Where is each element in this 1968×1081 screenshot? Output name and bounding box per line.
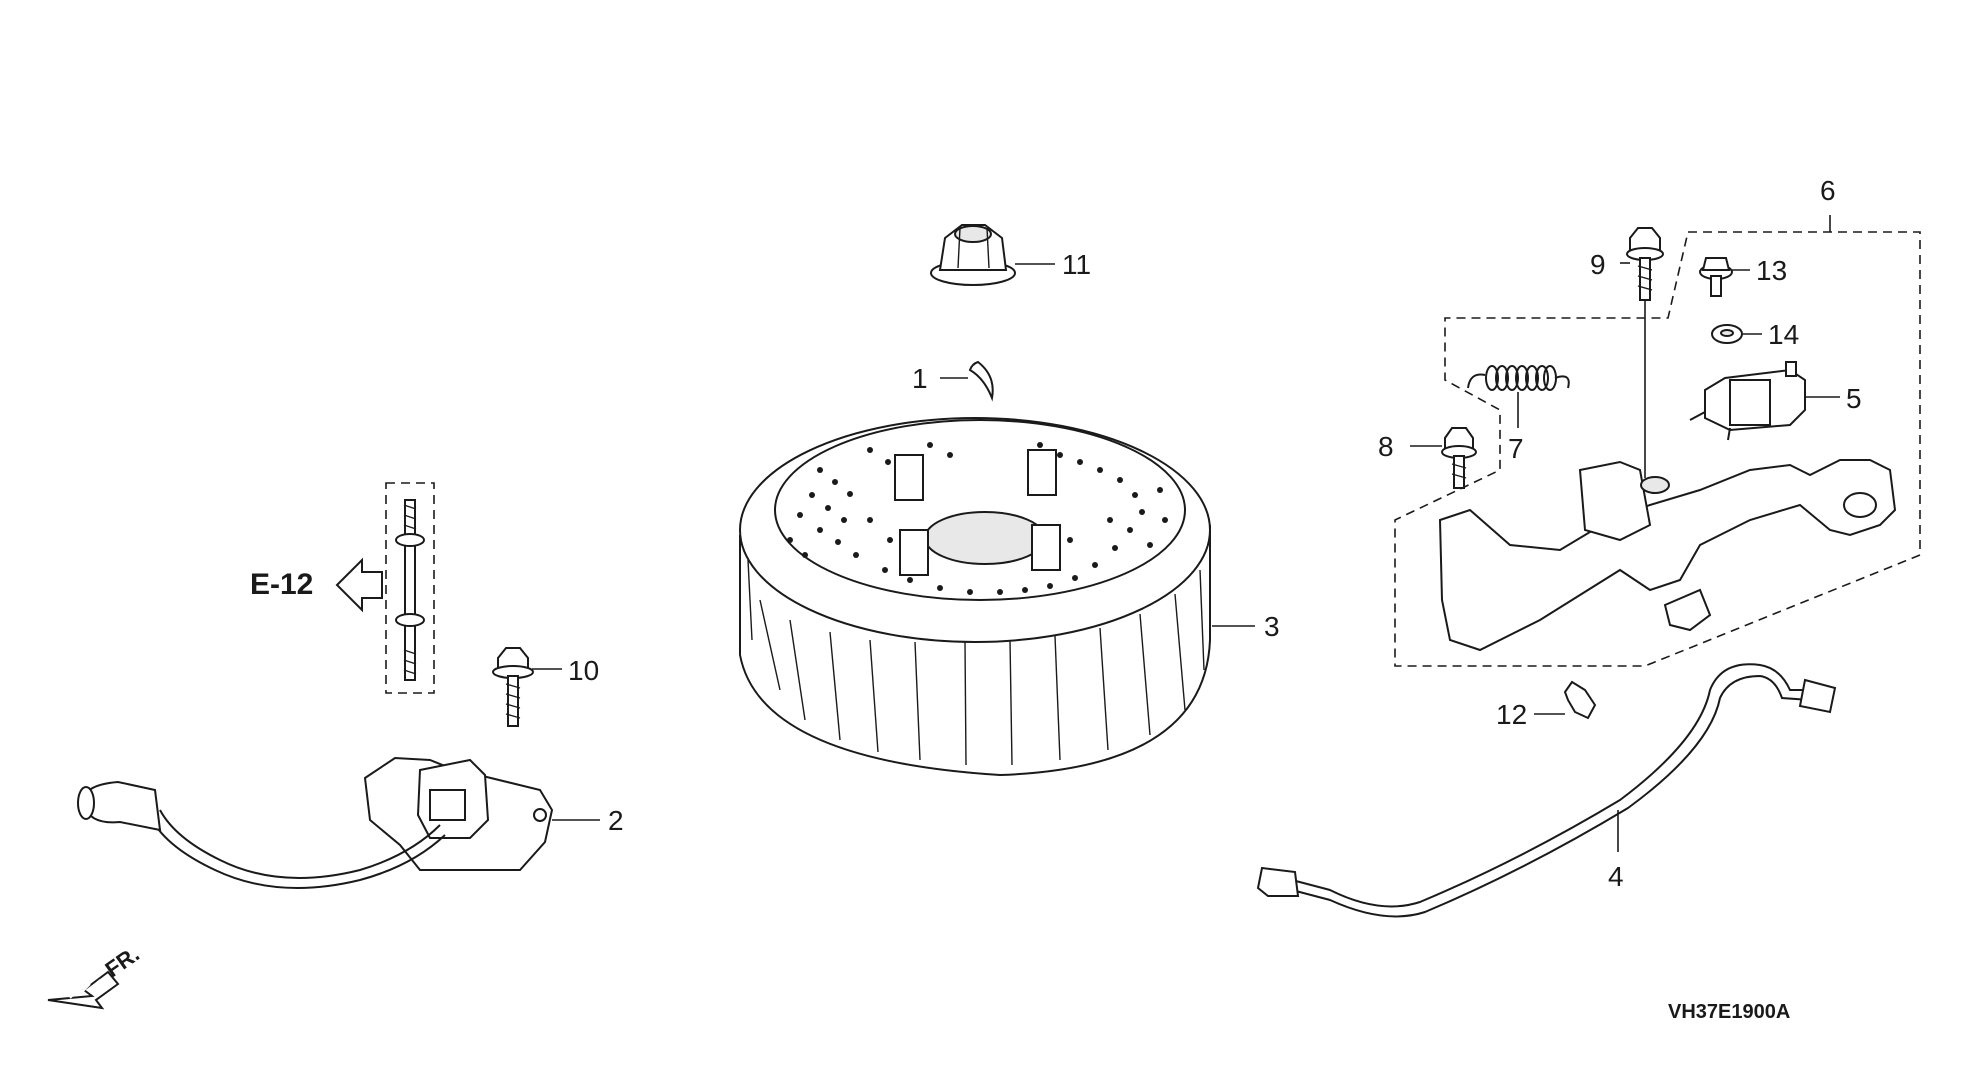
- callout-14: 14: [1768, 319, 1799, 350]
- callout-5: 5: [1846, 383, 1862, 414]
- bracket-arm[interactable]: [1438, 459, 1897, 652]
- callout-13: 13: [1756, 255, 1787, 286]
- bolt-part-8[interactable]: [1441, 427, 1477, 489]
- e12-reference-stud[interactable]: [335, 482, 435, 694]
- ignition-coil-part-2[interactable]: [77, 756, 554, 889]
- front-direction-arrow: [47, 970, 120, 1010]
- callout-2: 2: [608, 805, 624, 836]
- callout-7: 7: [1508, 433, 1524, 464]
- callout-6: 6: [1820, 175, 1836, 206]
- reference-label[interactable]: E-12: [250, 568, 313, 601]
- stop-switch-assembly-part-6[interactable]: [1394, 231, 1921, 667]
- stop-switch-part-5[interactable]: [1689, 361, 1806, 441]
- flywheel-part-3[interactable]: [739, 417, 1211, 777]
- key-part-1[interactable]: [968, 360, 994, 402]
- spring-part-7[interactable]: [1467, 365, 1570, 391]
- callout-9: 9: [1590, 249, 1606, 280]
- callout-10: 10: [568, 655, 599, 686]
- callout-8: 8: [1378, 431, 1394, 462]
- bolt-part-10[interactable]: [492, 647, 534, 727]
- callout-4: 4: [1608, 861, 1624, 892]
- diagram-code: VH37E1900A: [1668, 1001, 1790, 1023]
- callout-3: 3: [1264, 611, 1280, 642]
- bolt-part-9[interactable]: [1626, 227, 1664, 301]
- wire-part-4[interactable]: [1256, 663, 1837, 918]
- callout-12: 12: [1496, 699, 1527, 730]
- callout-1: 1: [912, 363, 928, 394]
- callout-11: 11: [1062, 249, 1091, 280]
- washer-part-14[interactable]: [1711, 324, 1743, 344]
- flange-nut-part-11[interactable]: [930, 224, 1016, 286]
- clip-part-12[interactable]: [1563, 680, 1597, 720]
- screw-part-13[interactable]: [1699, 257, 1733, 297]
